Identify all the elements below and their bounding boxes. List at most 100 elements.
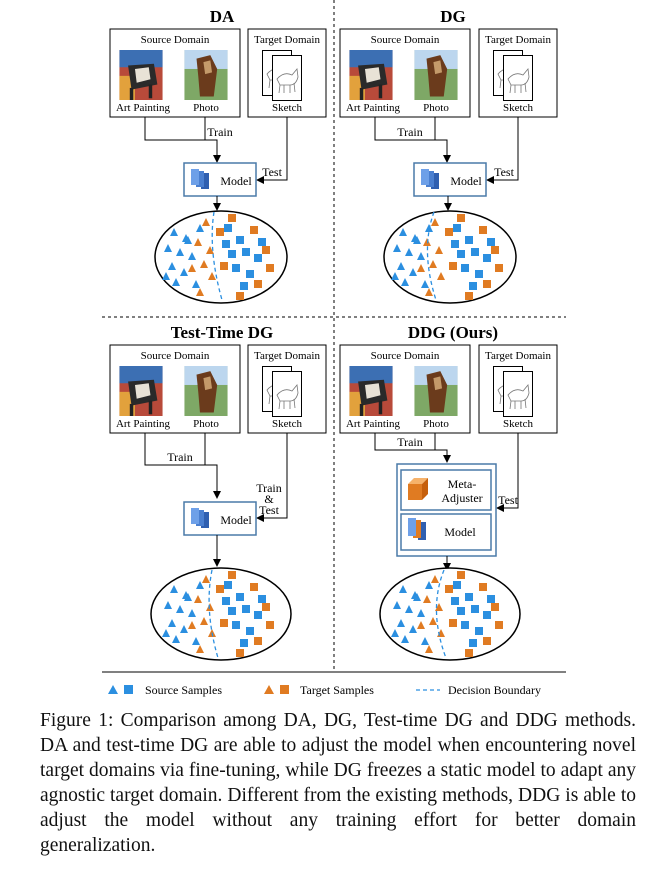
sample-triangle xyxy=(168,262,176,270)
figure-caption: Figure 1: Comparison among DA, DG, Test-… xyxy=(40,710,636,856)
panel-da: DA Source Domain Art Painting Photo Targ… xyxy=(109,7,327,304)
sample-triangle xyxy=(431,218,439,226)
sample-square xyxy=(453,581,461,589)
sample-triangle xyxy=(188,609,196,617)
sample-triangle xyxy=(188,621,196,629)
sample-triangle xyxy=(393,244,401,252)
art-painting-image xyxy=(119,50,163,100)
model-label: Model xyxy=(444,525,476,539)
sample-triangle xyxy=(431,575,439,583)
test-label: Test xyxy=(494,165,514,179)
sample-triangle xyxy=(196,224,204,232)
sample-square xyxy=(240,639,248,647)
meta-adjuster-label-1: Meta- xyxy=(448,477,477,491)
sample-square xyxy=(471,605,479,613)
model-label: Model xyxy=(220,174,252,188)
target-triangle-icon xyxy=(264,685,274,694)
sample-square xyxy=(471,248,479,256)
sample-triangle xyxy=(172,278,180,286)
sample-square xyxy=(469,282,477,290)
sample-triangle xyxy=(417,264,425,272)
sample-triangle xyxy=(176,248,184,256)
sample-square xyxy=(483,280,491,288)
decision-boundary xyxy=(435,569,447,659)
photo-label: Photo xyxy=(423,102,449,114)
sample-square xyxy=(254,637,262,645)
sample-triangle xyxy=(188,264,196,272)
sample-triangle xyxy=(164,244,172,252)
sample-square xyxy=(222,240,230,248)
feature-space xyxy=(383,210,517,304)
sample-square xyxy=(457,571,465,579)
sample-triangle xyxy=(425,581,433,589)
comparison-figure: DA Source Domain Art Painting Photo Targ… xyxy=(102,0,566,697)
sample-square xyxy=(232,264,240,272)
sample-triangle xyxy=(409,625,417,633)
panel-title: DG xyxy=(440,7,466,26)
photo-label: Photo xyxy=(423,418,449,430)
sample-triangle xyxy=(405,248,413,256)
sample-square xyxy=(220,262,228,270)
sample-triangle xyxy=(200,617,208,625)
meta-adjuster-icon xyxy=(408,478,428,500)
sample-triangle xyxy=(180,625,188,633)
source-square-icon xyxy=(124,685,133,694)
decision-boundary xyxy=(211,211,223,301)
sample-triangle xyxy=(184,593,192,601)
sample-square xyxy=(236,236,244,244)
sample-triangle xyxy=(397,619,405,627)
sample-square xyxy=(465,649,473,657)
sample-square xyxy=(242,605,250,613)
sample-triangle xyxy=(399,585,407,593)
sample-square xyxy=(246,270,254,278)
source-domain-label: Source Domain xyxy=(141,34,210,46)
sample-square xyxy=(445,585,453,593)
legend-target-label: Target Samples xyxy=(300,683,374,697)
sample-triangle xyxy=(437,272,445,280)
sample-triangle xyxy=(206,603,214,611)
train-label: Train xyxy=(207,125,233,139)
sample-square xyxy=(479,226,487,234)
sample-triangle xyxy=(196,288,204,296)
sample-square xyxy=(445,228,453,236)
sample-triangle xyxy=(196,581,204,589)
feature-space xyxy=(379,567,521,661)
panel-test-time-dg: Test-Time DG Source Domain Art Painting … xyxy=(109,323,327,661)
art-painting-label: Art Painting xyxy=(116,418,171,430)
sample-square xyxy=(457,607,465,615)
sample-triangle xyxy=(409,268,417,276)
sketch-label: Sketch xyxy=(272,418,302,430)
train-test-label-2: & xyxy=(264,492,274,506)
sample-square xyxy=(236,649,244,657)
target-square-icon xyxy=(280,685,289,694)
photo-label: Photo xyxy=(193,102,219,114)
sample-triangle xyxy=(192,637,200,645)
sample-square xyxy=(495,621,503,629)
source-domain-label: Source Domain xyxy=(371,350,440,362)
sample-square xyxy=(451,597,459,605)
sample-triangle xyxy=(196,645,204,653)
sample-square xyxy=(250,583,258,591)
sample-square xyxy=(258,595,266,603)
sketch-label: Sketch xyxy=(272,102,302,114)
sample-square xyxy=(242,248,250,256)
sample-triangle xyxy=(413,236,421,244)
sample-square xyxy=(475,270,483,278)
train-label: Train xyxy=(397,125,423,139)
sample-square xyxy=(465,593,473,601)
sample-triangle xyxy=(435,603,443,611)
sample-square xyxy=(461,621,469,629)
train-test-label-1: Train xyxy=(256,481,282,495)
sample-square xyxy=(451,240,459,248)
sample-triangle xyxy=(180,268,188,276)
sample-triangle xyxy=(423,595,431,603)
sample-triangle xyxy=(176,605,184,613)
art-painting-label: Art Painting xyxy=(346,418,401,430)
panel-title: DDG (Ours) xyxy=(408,323,498,342)
target-domain-label: Target Domain xyxy=(254,350,320,362)
train-label: Train xyxy=(167,450,193,464)
sample-square xyxy=(232,621,240,629)
sample-square xyxy=(220,619,228,627)
target-domain-label: Target Domain xyxy=(485,34,551,46)
sample-triangle xyxy=(413,593,421,601)
